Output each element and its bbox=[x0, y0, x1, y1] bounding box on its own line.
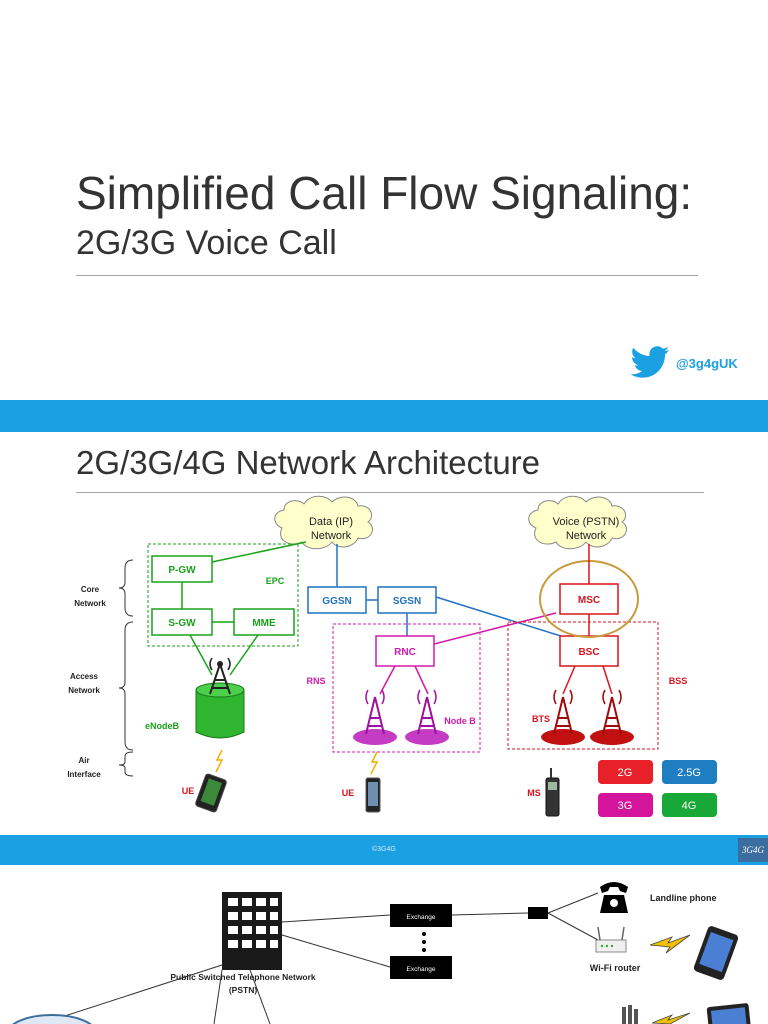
cell-tower-icon bbox=[622, 1005, 638, 1024]
voice-cloud-line1: Voice (PSTN) bbox=[553, 516, 620, 528]
pstn-links bbox=[39, 892, 599, 1024]
3g-links bbox=[379, 612, 557, 695]
exchange-bottom: Exchange bbox=[390, 956, 452, 979]
access-label-1: Access bbox=[70, 672, 99, 681]
ue-3g-phone-icon: UE bbox=[342, 751, 381, 813]
pstn-slide: Public Switched Telephone Network (PSTN)… bbox=[0, 865, 768, 1024]
bss-region: BSS BSC BTS bbox=[507, 621, 688, 750]
brand-logo: 3G4G bbox=[738, 838, 768, 862]
architecture-slide: 2G/3G/4G Network Architecture Data (IP) … bbox=[0, 432, 768, 835]
voice-network-cloud: Voice (PSTN) Network bbox=[528, 495, 627, 550]
legend-4g bbox=[662, 793, 717, 817]
sgw-label: S-GW bbox=[168, 618, 196, 629]
packet-core: GGSN SGSN bbox=[307, 586, 437, 614]
title-divider bbox=[76, 492, 704, 493]
twitter-handle: @3g4gUK bbox=[676, 355, 738, 371]
building-icon bbox=[222, 892, 282, 970]
rns-label: RNS bbox=[306, 676, 325, 686]
slide-footer-band: ©3G4G 3G4G bbox=[0, 835, 768, 865]
wifi-router-icon bbox=[595, 926, 627, 953]
globe-icon bbox=[12, 1014, 92, 1024]
enodeb-label: eNodeB bbox=[145, 721, 180, 731]
svg-text:4G: 4G bbox=[682, 800, 697, 812]
bss-label: BSS bbox=[669, 676, 688, 686]
voice-cloud-line2: Network bbox=[566, 530, 607, 542]
title-slide: Simplified Call Flow Signaling: 2G/3G Vo… bbox=[0, 0, 768, 400]
nodeb-tower-icons bbox=[353, 689, 449, 745]
4g-links bbox=[181, 541, 307, 676]
pgw-box bbox=[151, 555, 213, 583]
bsc-label: BSC bbox=[578, 647, 599, 658]
exchange-top: Exchange bbox=[390, 904, 452, 927]
svg-text:Exchange: Exchange bbox=[407, 914, 436, 921]
rnc-label: RNC bbox=[394, 647, 416, 658]
svg-text:2.5G: 2.5G bbox=[677, 767, 701, 779]
network-architecture-diagram: Data (IP) Network Voice (PSTN) Network C… bbox=[67, 495, 717, 817]
slide-title: Simplified Call Flow Signaling: bbox=[76, 167, 693, 219]
nodeb-label: Node B bbox=[444, 716, 476, 726]
ggsn-box bbox=[307, 586, 367, 614]
twitter-link[interactable]: @3g4gUK bbox=[630, 346, 738, 380]
bts-tower-icons bbox=[541, 689, 634, 745]
air-label-2: Interface bbox=[67, 770, 101, 779]
slide-separator-band bbox=[0, 400, 768, 432]
landline-phone-icon bbox=[600, 882, 628, 913]
ellipsis-dots bbox=[422, 932, 426, 952]
lightning-bolt-icon bbox=[649, 934, 691, 954]
pgw-label: P-GW bbox=[168, 565, 196, 576]
svg-text:Exchange: Exchange bbox=[407, 966, 436, 973]
sgsn-box bbox=[377, 586, 437, 614]
sgsn-label: SGSN bbox=[393, 596, 421, 607]
smartphone-icon bbox=[693, 926, 739, 980]
pstn-label-2: (PSTN) bbox=[229, 985, 258, 995]
mme-label: MME bbox=[252, 618, 276, 629]
pstn-diagram: Public Switched Telephone Network (PSTN)… bbox=[12, 882, 752, 1024]
rns-region: RNS RNC Node B bbox=[306, 623, 481, 753]
2g-links bbox=[562, 544, 613, 695]
landline-label: Landline phone bbox=[650, 893, 717, 903]
2-5g-links bbox=[336, 544, 581, 643]
ue-4g-label: UE bbox=[182, 786, 195, 796]
enodeb-tower-icon: eNodeB bbox=[145, 657, 245, 739]
slide-subtitle: 2G/3G Voice Call bbox=[76, 224, 337, 262]
svg-text:3G: 3G bbox=[618, 800, 633, 812]
ms-label: MS bbox=[527, 788, 541, 798]
data-cloud-line2: Network bbox=[311, 530, 352, 542]
legend-3g bbox=[598, 793, 653, 817]
core-label-2: Network bbox=[74, 599, 106, 608]
svg-text:2G: 2G bbox=[618, 767, 633, 779]
copyright-text: ©3G4G bbox=[372, 846, 396, 853]
generation-legend: 2G 2.5G 3G 4G bbox=[598, 760, 717, 817]
ms-phone-icon: MS bbox=[527, 768, 560, 817]
msc-label: MSC bbox=[578, 595, 600, 606]
title-divider bbox=[76, 275, 698, 276]
slide-title: 2G/3G/4G Network Architecture bbox=[76, 444, 541, 481]
layer-braces bbox=[118, 559, 134, 777]
ue-3g-label: UE bbox=[342, 788, 355, 798]
legend-2-5g bbox=[662, 760, 717, 784]
ue-4g-phone-icon: UE bbox=[182, 749, 227, 813]
layer-labels: Core Network Access Network Air Interfac… bbox=[67, 585, 106, 779]
access-label-2: Network bbox=[68, 686, 100, 695]
legend-2g bbox=[598, 760, 653, 784]
splitter-box bbox=[528, 907, 548, 919]
twitter-bird-icon bbox=[630, 346, 669, 378]
wifi-router-label: Wi-Fi router bbox=[590, 963, 641, 973]
tablet-icon bbox=[706, 1003, 752, 1024]
data-network-cloud: Data (IP) Network bbox=[274, 495, 373, 550]
ggsn-label: GGSN bbox=[322, 596, 351, 607]
data-cloud-line1: Data (IP) bbox=[309, 516, 353, 528]
core-label-1: Core bbox=[81, 585, 100, 594]
rnc-box bbox=[375, 635, 435, 667]
lightning-bolt-icon-2 bbox=[651, 1012, 691, 1024]
pstn-label-1: Public Switched Telephone Network bbox=[170, 972, 316, 982]
epc-label: EPC bbox=[266, 576, 285, 586]
bts-label: BTS bbox=[532, 714, 550, 724]
air-label-1: Air bbox=[78, 756, 89, 765]
